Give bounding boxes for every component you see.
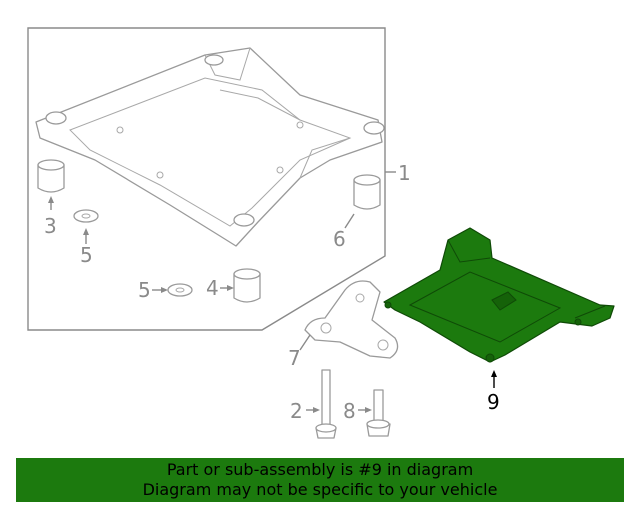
callout-3: 3 [44,214,57,238]
callout-5a: 5 [80,243,93,267]
bushing-6 [353,174,381,210]
bracket-7 [304,280,399,359]
washer-5-top [73,209,99,223]
banner-line-2: Diagram may not be specific to your vehi… [142,480,498,499]
arrowhead [161,287,168,293]
banner-line-1: Part or sub-assembly is #9 in diagram [166,460,474,479]
arrowhead [365,407,372,413]
washer-5-bottom [167,283,193,297]
arrowhead [83,228,89,235]
crossmember-frame [35,47,385,247]
arrowhead [491,370,497,377]
assembly-outline [27,27,386,331]
bolt-8 [366,389,391,437]
washer-hole [175,287,185,293]
callout-2: 2 [290,399,303,423]
callout-7: 7 [288,346,301,370]
arrowhead [227,285,234,291]
callout-1: 1 [398,161,411,185]
callout-8: 8 [343,399,356,423]
arrowhead [313,407,320,413]
bushing-4 [233,268,261,303]
washer-hole [81,213,91,219]
bushing-3 [37,159,65,193]
info-banner: Part or sub-assembly is #9 in diagram Di… [16,458,624,502]
callout-7-leader [299,334,311,351]
under-cover-9 [383,227,615,363]
callout-5b: 5 [138,278,151,302]
callout-4: 4 [206,276,219,300]
callout-6: 6 [333,227,346,251]
bolt-2 [315,369,337,439]
arrowhead [48,196,54,203]
callout-9: 9 [487,390,500,414]
callout-6-leader [344,213,355,229]
